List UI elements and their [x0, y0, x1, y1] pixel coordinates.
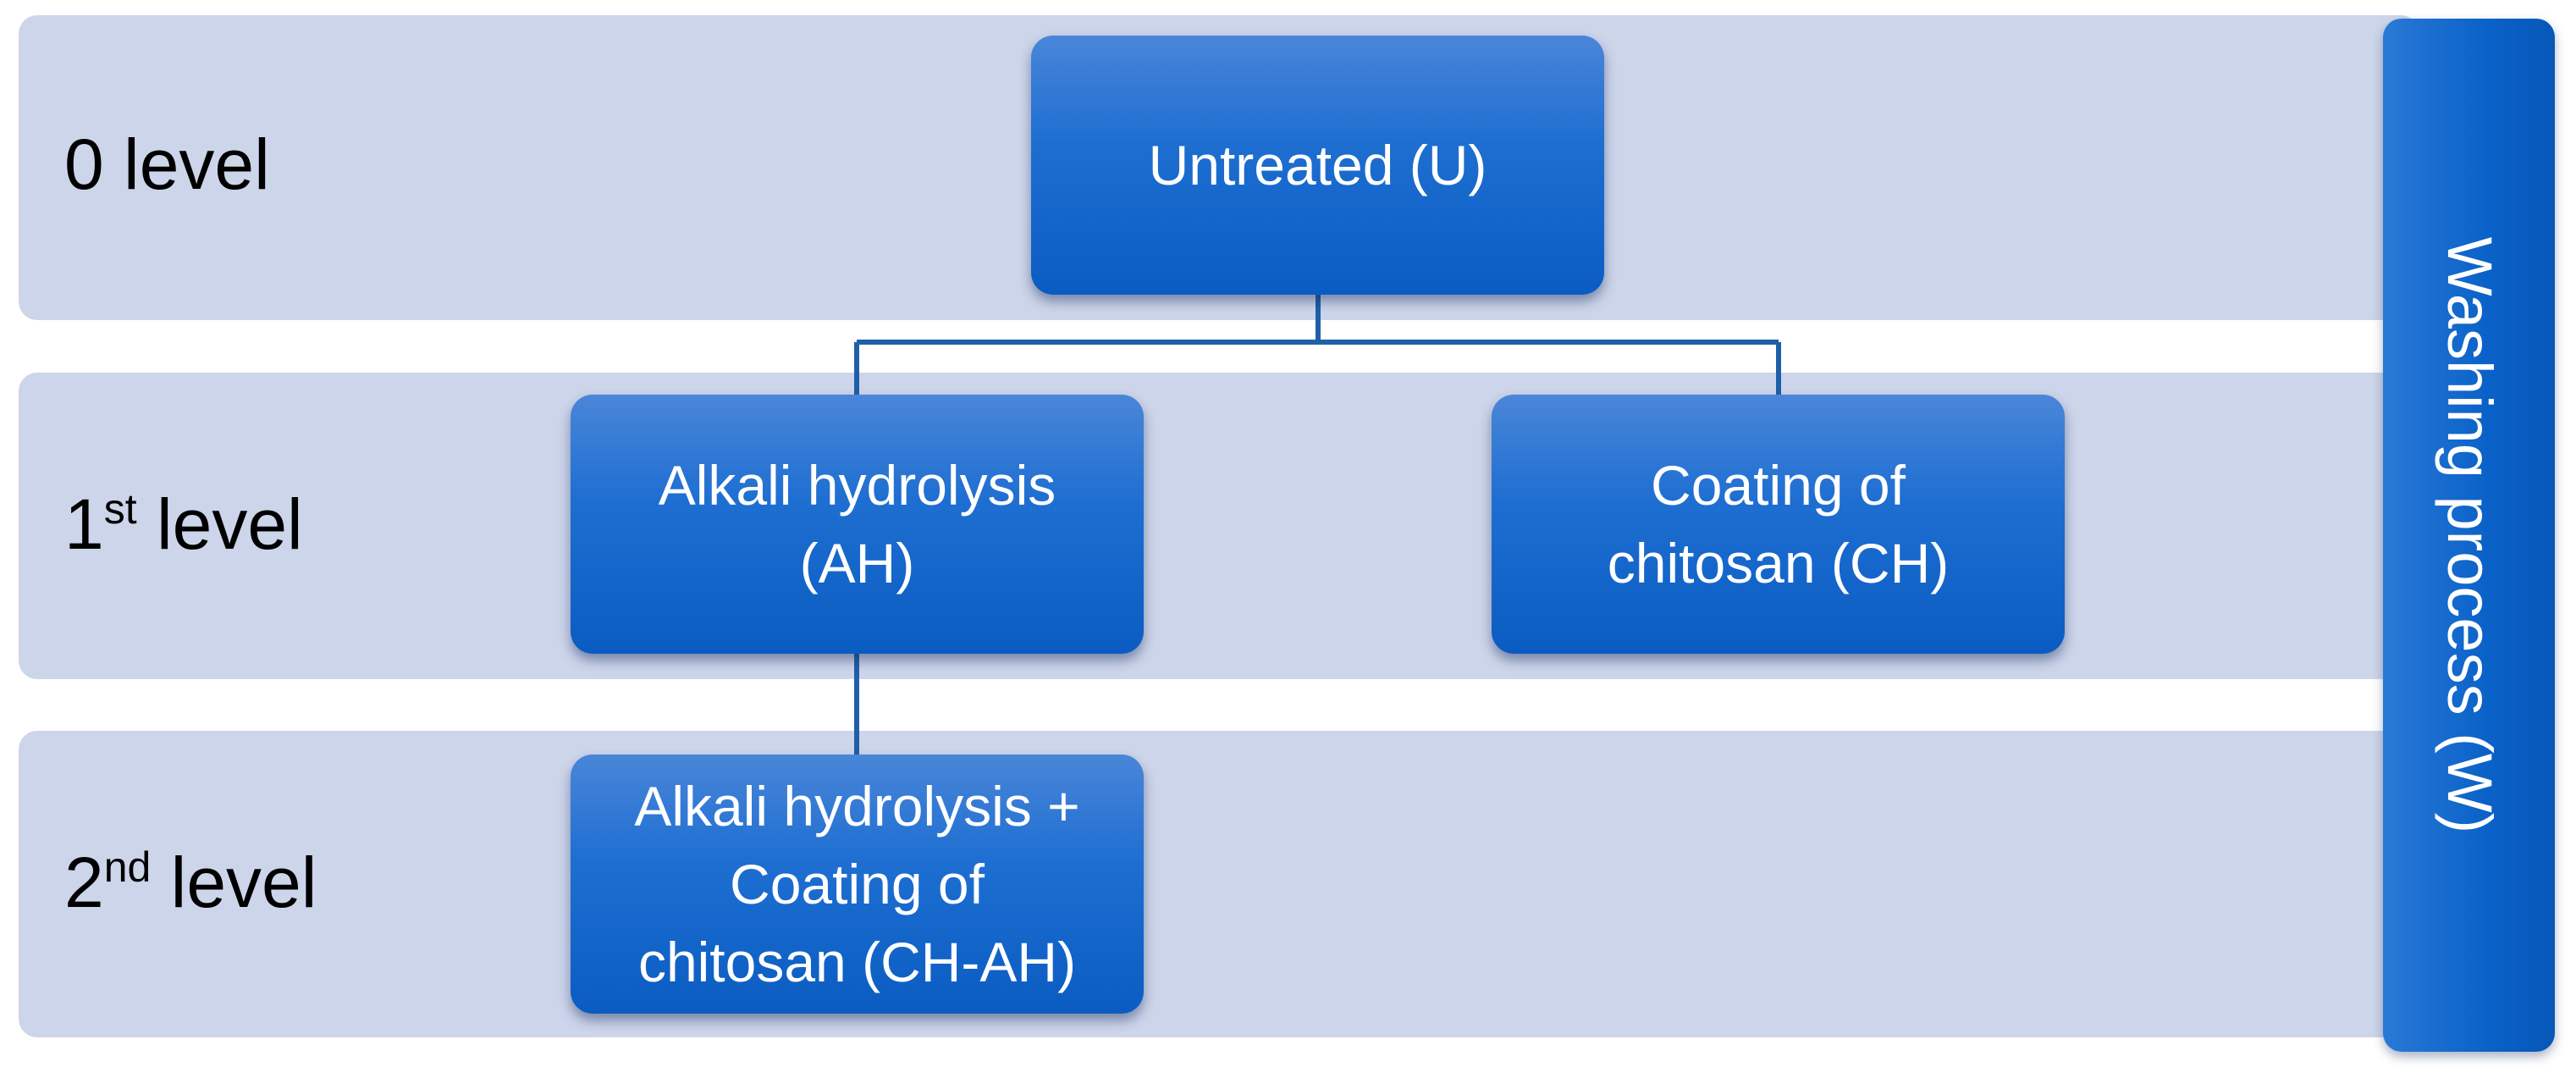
washing-process-label: Washing process (W) [2434, 236, 2505, 834]
washing-process-bar: Washing process (W) [2383, 19, 2555, 1052]
node-untreated-label: Untreated (U) [1148, 134, 1487, 196]
node-alkali-plus-coating: Alkali hydrolysis + Coating of chitosan … [571, 755, 1144, 1014]
level-label-2-word: level [151, 843, 317, 922]
level-label-1-number: 1 [64, 484, 104, 564]
level-label-0: 0 level [64, 129, 270, 200]
node-untreated: Untreated (U) [1031, 36, 1604, 295]
node-alkali-hydrolysis: Alkali hydrolysis (AH) [571, 395, 1144, 654]
node-alkali-hydrolysis-label: Alkali hydrolysis (AH) [658, 454, 1056, 594]
level-label-1-word: level [136, 484, 303, 564]
level-band-2 [19, 731, 2419, 1037]
level-label-0-text: 0 level [64, 124, 270, 204]
level-label-2-number: 2 [64, 843, 104, 922]
level-label-1: 1st level [64, 488, 303, 560]
level-label-2-suffix: nd [103, 843, 152, 891]
node-coating-chitosan: Coating of chitosan (CH) [1492, 395, 2065, 654]
level-label-1-suffix: st [103, 485, 137, 533]
node-alkali-plus-coating-label: Alkali hydrolysis + Coating of chitosan … [634, 775, 1080, 993]
node-coating-chitosan-label: Coating of chitosan (CH) [1607, 454, 1950, 594]
level-label-2: 2nd level [64, 846, 317, 918]
